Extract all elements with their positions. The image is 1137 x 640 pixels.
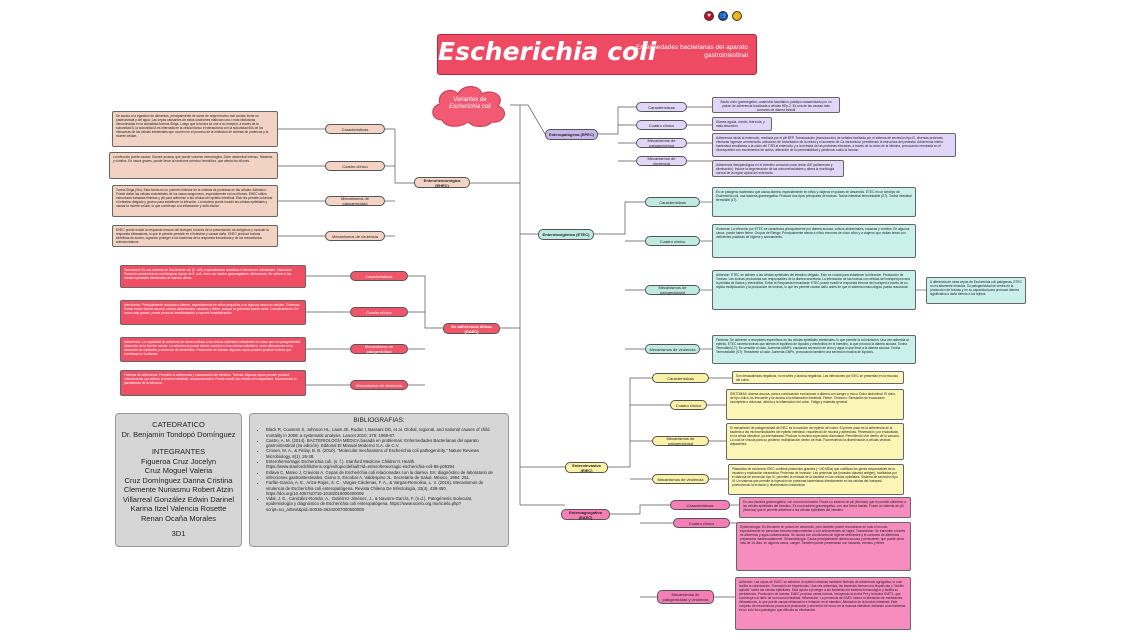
- thumbs-up-icon[interactable]: 👍: [732, 11, 742, 21]
- eaec-clinical-text: Epidemiología: Es frecuente en países en…: [736, 522, 911, 571]
- bibliography-item: Vidal, J. E., Canizález-Román, A., Gutié…: [266, 496, 500, 512]
- etec-clinical-text: Síntomas: La infección por ETEC se carac…: [712, 224, 916, 258]
- epec-clinical-node[interactable]: Cuadro clínico: [636, 120, 687, 130]
- daec-virulence-node[interactable]: Mecanismos de virulencia: [350, 380, 408, 390]
- member: Clemente Nuriasmu Robert Atzin: [123, 485, 234, 494]
- daec-node[interactable]: De adherencia difusa (DAEC): [443, 323, 500, 334]
- bibliography-title: BIBLIOGRAFIAS:: [353, 417, 405, 424]
- daec-pathogenicity-text: Adherencia: La capacidad de adherirse de…: [120, 337, 306, 362]
- teacher-name: Dr. Benjamin Tondopó Domínguez: [121, 429, 236, 439]
- etec-characteristics-text: Es un patógeno bacteriano que causa diar…: [712, 187, 916, 217]
- ehec-characteristics-node[interactable]: Características: [325, 124, 385, 134]
- etec-side-note: A diferencia de otras cepas de Escherich…: [926, 277, 1026, 304]
- eaec-characteristics-text: Es una bacteria gramnegativa, con una fo…: [739, 497, 911, 518]
- central-topic: Variantes de Escherichia coli: [440, 97, 500, 111]
- bibliography-item: Farfán-García, A. E., Ariza-Rojas, S. C.…: [266, 480, 500, 496]
- epec-characteristics-text: Bacilo corto gramnegativo, anaerobio fac…: [712, 97, 840, 113]
- eiec-virulence-node[interactable]: Mecanismos de virulencia: [652, 474, 709, 484]
- daec-clinical-text: Infecciones: Principalmente asociada a d…: [120, 300, 306, 325]
- bibliography-box: BIBLIOGRAFIAS: Black R, Cousens S, Johns…: [249, 413, 509, 547]
- eiec-pathogenicity-text: El mecanismo de patogenicidad de EIEC es…: [726, 423, 904, 460]
- etec-clinical-node[interactable]: Cuadro clínico: [645, 236, 700, 246]
- bibliography-list: Black R, Cousens S, Johnson HL, Lawn JE,…: [258, 427, 500, 512]
- member: Cruz Moguel Valeria: [144, 466, 213, 475]
- member: Karina Itzel Valencia Rosette: [130, 504, 227, 513]
- member: Renan Ocaña Morales: [140, 513, 217, 523]
- daec-characteristics-text: Taxonomía: Es una variante de Escherichi…: [120, 265, 306, 288]
- ehec-pathogenicity-text: Toxina Shiga (Stx): Esta toxina es un po…: [112, 185, 278, 217]
- epec-clinical-text: Diarrea aguda, vómito, febrícula, y mala…: [712, 117, 772, 131]
- eaec-characteristics-node[interactable]: Características: [670, 500, 730, 510]
- bibliography-item: Eslava C, Mateo J, Cravioto A. Cepas de …: [266, 470, 500, 481]
- eiec-characteristics-node[interactable]: Características: [652, 373, 709, 383]
- page-subtitle: Enfermedades bacterianas del aparato gas…: [635, 44, 748, 59]
- member: Cruz Domínguez Danna Cristina: [124, 475, 233, 485]
- bibliography-item: Castro, A. M. (2014). BACTERIOLOGÍA MÉDI…: [266, 438, 500, 449]
- people-icon[interactable]: 👥: [718, 11, 728, 21]
- teacher-title: CATEDRATICO: [152, 420, 205, 429]
- bibliography-item: Croxen, M. A., & Finlay, B. B. (2010). "…: [266, 448, 500, 459]
- member: Figueroa Cruz Jocelyn: [140, 456, 217, 466]
- ehec-node[interactable]: Enterohemorrágica (EHEC): [414, 177, 470, 188]
- eiec-characteristics-text: Son desacalinizas negativas, no móviles …: [732, 371, 904, 384]
- group-label: 3D1: [171, 529, 186, 538]
- ehec-pathogenicity-node[interactable]: Mecanismos de patogenicidad: [325, 196, 385, 206]
- daec-characteristics-node[interactable]: Características: [350, 271, 408, 281]
- epec-characteristics-node[interactable]: Características: [636, 102, 687, 112]
- epec-virulence-node[interactable]: Mecanismos de virulencia: [636, 156, 687, 166]
- epec-virulence-text: Adherencia histopatológica en el intesti…: [712, 160, 844, 177]
- eaec-pathogenicity-node[interactable]: Mecanismos de patogenicidad y virulencia: [657, 590, 714, 604]
- daec-virulence-text: Fimbrias de adherencia: Permiten la adhe…: [120, 370, 306, 396]
- central-cloud-shape: [432, 86, 506, 127]
- eiec-clinical-text: SINTOMAS: diarrea acuosa, para a continu…: [726, 389, 904, 420]
- ehec-virulence-node[interactable]: Mecanismos de virulencia: [325, 231, 385, 241]
- central-topic-line1: Variantes de: [453, 97, 487, 103]
- etec-virulence-text: Fimbrias: Se adhieren a receptores espec…: [712, 335, 916, 364]
- etec-pathogenicity-node[interactable]: Mecanismos de patogenicidad: [645, 285, 700, 295]
- member: Villarreal González Edwin Darinel: [122, 494, 235, 504]
- page-title: Escherichia coli: [438, 37, 657, 66]
- eaec-pathogenicity-text: Adhesión: Las cepas de EAEC se adhieren …: [735, 577, 911, 630]
- members-title: INTEGRANTES: [151, 447, 206, 456]
- etec-characteristics-node[interactable]: Características: [645, 197, 700, 207]
- epec-pathogenicity-node[interactable]: Mecanismos de patogenicidad: [636, 138, 687, 148]
- ehec-virulence-text: EHEC puede evadir la respuesta inmune de…: [112, 225, 278, 247]
- etec-pathogenicity-text: Adhesión: ETEC se adhiere a las células …: [712, 270, 916, 310]
- epec-node[interactable]: Enteropatógena (EPEC): [545, 129, 598, 140]
- eiec-pathogenicity-node[interactable]: Mecanismos de patogenicidad: [652, 436, 709, 446]
- ehec-characteristics-text: Se asocia a la ingestión de alimentos, p…: [112, 111, 278, 147]
- daec-clinical-node[interactable]: Cuadro clínico: [350, 307, 408, 317]
- ehec-clinical-text: La infección puede causar: Diarrea acuos…: [109, 152, 278, 179]
- credits-box: CATEDRATICO Dr. Benjamin Tondopó Domíngu…: [115, 413, 242, 547]
- etec-node[interactable]: Enterotoxigénica (ETEC): [538, 229, 594, 240]
- eaec-node[interactable]: Enteroagregativa (EAEC): [561, 509, 610, 520]
- eiec-node[interactable]: Enteroinvasiva (EIEC): [565, 462, 608, 473]
- daec-pathogenicity-node[interactable]: Mecanismos de patogenicidad: [350, 344, 408, 354]
- bibliography-item: Enterohemorragic Escherichia coli. (s. f…: [266, 459, 500, 470]
- eiec-clinical-node[interactable]: Cuadro clínico: [670, 400, 707, 410]
- etec-virulence-node[interactable]: Mecanismos de virulencia: [645, 344, 700, 354]
- eaec-clinical-node[interactable]: Cuadro clínico: [673, 518, 730, 528]
- eiec-virulence-text: Plásmidos de virulencia: EIEC contiene p…: [728, 464, 904, 495]
- heart-icon[interactable]: ♥: [704, 11, 714, 21]
- epec-pathogenicity-text: Adherencia inicial al enterocito, mediad…: [712, 133, 956, 157]
- bibliography-item: Black R, Cousens S, Johnson HL, Lawn JE,…: [266, 427, 500, 438]
- ehec-clinical-node[interactable]: Cuadro clínico: [325, 161, 385, 171]
- title-banner: [437, 34, 757, 75]
- central-topic-line2: Escherichia coli: [449, 104, 491, 110]
